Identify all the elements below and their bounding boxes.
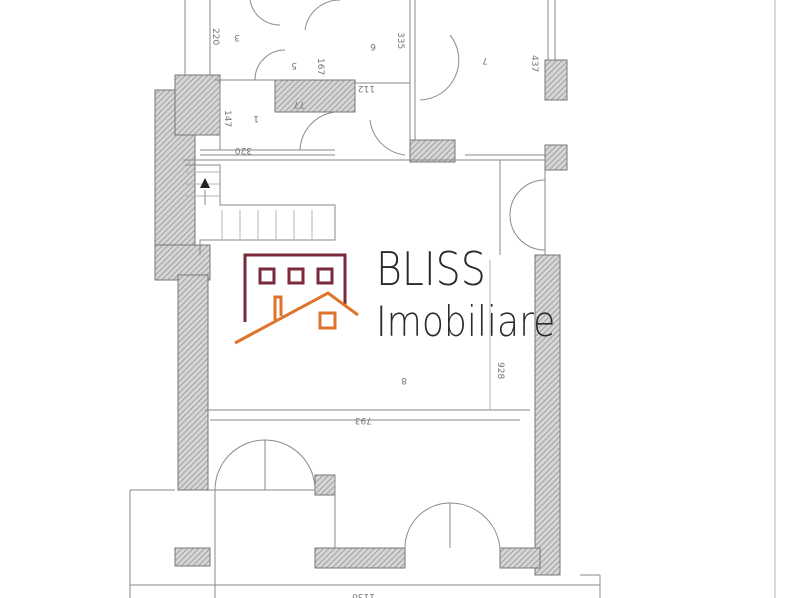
dimension-label: 112 bbox=[358, 83, 375, 93]
dimension-label: 147 bbox=[222, 110, 232, 127]
bliss-logo-mark bbox=[234, 253, 359, 345]
walls bbox=[154, 59, 568, 576]
room-number: 7 bbox=[482, 55, 488, 65]
dimension-label: 220 bbox=[210, 28, 220, 45]
dimension-label: 167 bbox=[315, 58, 325, 75]
dimension-label: 437 bbox=[529, 55, 539, 72]
dimension-label: 928 bbox=[495, 362, 505, 379]
room-number: 3 bbox=[234, 32, 240, 42]
plan-lines bbox=[129, 0, 776, 598]
room-number: 1 bbox=[253, 113, 259, 123]
logo-text-imobiliare: Imobiliare bbox=[376, 297, 556, 346]
dimension-label: 335 bbox=[395, 32, 405, 49]
room-number: 5 bbox=[291, 60, 297, 70]
dimension-label: 1130 bbox=[352, 591, 375, 598]
dimension-label: 320 bbox=[235, 145, 252, 155]
room-number: 8 bbox=[401, 375, 407, 385]
logo-text-bliss: BLISS bbox=[376, 242, 486, 296]
room-labels: 3 5 6 7 1 8 220 167 112 335 437 147 320 … bbox=[210, 28, 539, 598]
dimension-label: 793 bbox=[355, 415, 372, 425]
room-number: 6 bbox=[370, 41, 376, 51]
dimension-label: 77 bbox=[294, 99, 305, 109]
